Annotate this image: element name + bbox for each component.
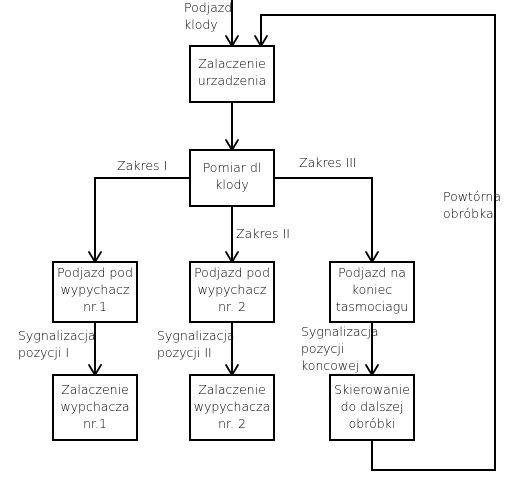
repeat-label-line-1: Powtórna	[443, 189, 501, 204]
node-move1-line-2: wypychacz	[61, 282, 130, 297]
node-push1: Zalaczenie wypchacza nr.1	[52, 374, 138, 441]
range1-line	[94, 177, 190, 262]
repeat-label-line-2: obróbka	[443, 206, 494, 221]
node-redirect-line-2: do dalszej	[341, 399, 404, 414]
node-start: Zalaczenie urzadzenia	[189, 45, 275, 103]
node-move3-line-3: tasmociagu	[336, 299, 408, 314]
node-push1-line-3: nr.1	[83, 416, 107, 431]
node-measure: Pomiar dl klody	[189, 149, 275, 207]
range1-label: Zakres I	[117, 158, 167, 173]
edge-labels: Podjazd klody Zakres I Zakres II Zakres …	[18, 0, 501, 373]
node-push1-line-2: wypchacza	[60, 399, 129, 414]
entry-label-line-1: Podjazd	[184, 0, 232, 15]
node-start-line-1: Zalaczenie	[198, 56, 266, 71]
signal2-label-line-1: Sygnalizacja	[157, 328, 235, 343]
node-move2-line-1: Podjazd pod	[194, 265, 270, 280]
node-measure-line-2: klody	[215, 177, 249, 192]
node-move3: Podjazd na koniec tasmociagu	[329, 261, 415, 323]
node-push2-line-3: nr. 2	[218, 416, 246, 431]
signal2-label-line-2: pozycji II	[157, 345, 212, 360]
signal1-label-line-1: Sygnalizacja	[18, 328, 96, 343]
signal3-label-line-2: pozycji	[301, 341, 344, 356]
range2-label: Zakres II	[236, 226, 290, 241]
node-move2: Podjazd pod wypychacz nr. 2	[189, 261, 275, 323]
signal1-label-line-2: pozycji I	[18, 345, 69, 360]
node-move1-line-3: nr.1	[83, 299, 107, 314]
node-push2: Zalaczenie wypychacza nr. 2	[189, 374, 275, 441]
node-measure-line-1: Pomiar dl	[203, 160, 262, 175]
signal3-label-line-1: Sygnalizacja	[301, 324, 379, 339]
range3-label: Zakres III	[299, 155, 357, 170]
node-push2-line-1: Zalaczenie	[198, 382, 266, 397]
node-redirect-line-1: Skierowanie	[334, 382, 410, 397]
node-move1-line-1: Podjazd pod	[57, 265, 133, 280]
node-push1-line-1: Zalaczenie	[61, 382, 129, 397]
node-redirect: Skierowanie do dalszej obróbki	[329, 374, 415, 441]
node-move1: Podjazd pod wypychacz nr.1	[52, 261, 138, 323]
node-move3-line-1: Podjazd na	[338, 265, 406, 280]
range3-line	[274, 177, 373, 262]
signal3-label-line-3: koncowej	[301, 358, 359, 373]
entry-label-line-2: klody	[184, 17, 218, 32]
node-push2-line-2: wypychacza	[194, 399, 271, 414]
connectors	[88, 0, 496, 471]
node-redirect-line-3: obróbki	[349, 416, 396, 431]
node-move3-line-2: koniec	[352, 282, 393, 297]
node-start-line-2: urzadzenia	[198, 73, 267, 88]
repeat-loop-line	[260, 14, 496, 471]
node-move2-line-2: wypychacz	[198, 282, 267, 297]
node-move2-line-3: nr. 2	[218, 299, 246, 314]
